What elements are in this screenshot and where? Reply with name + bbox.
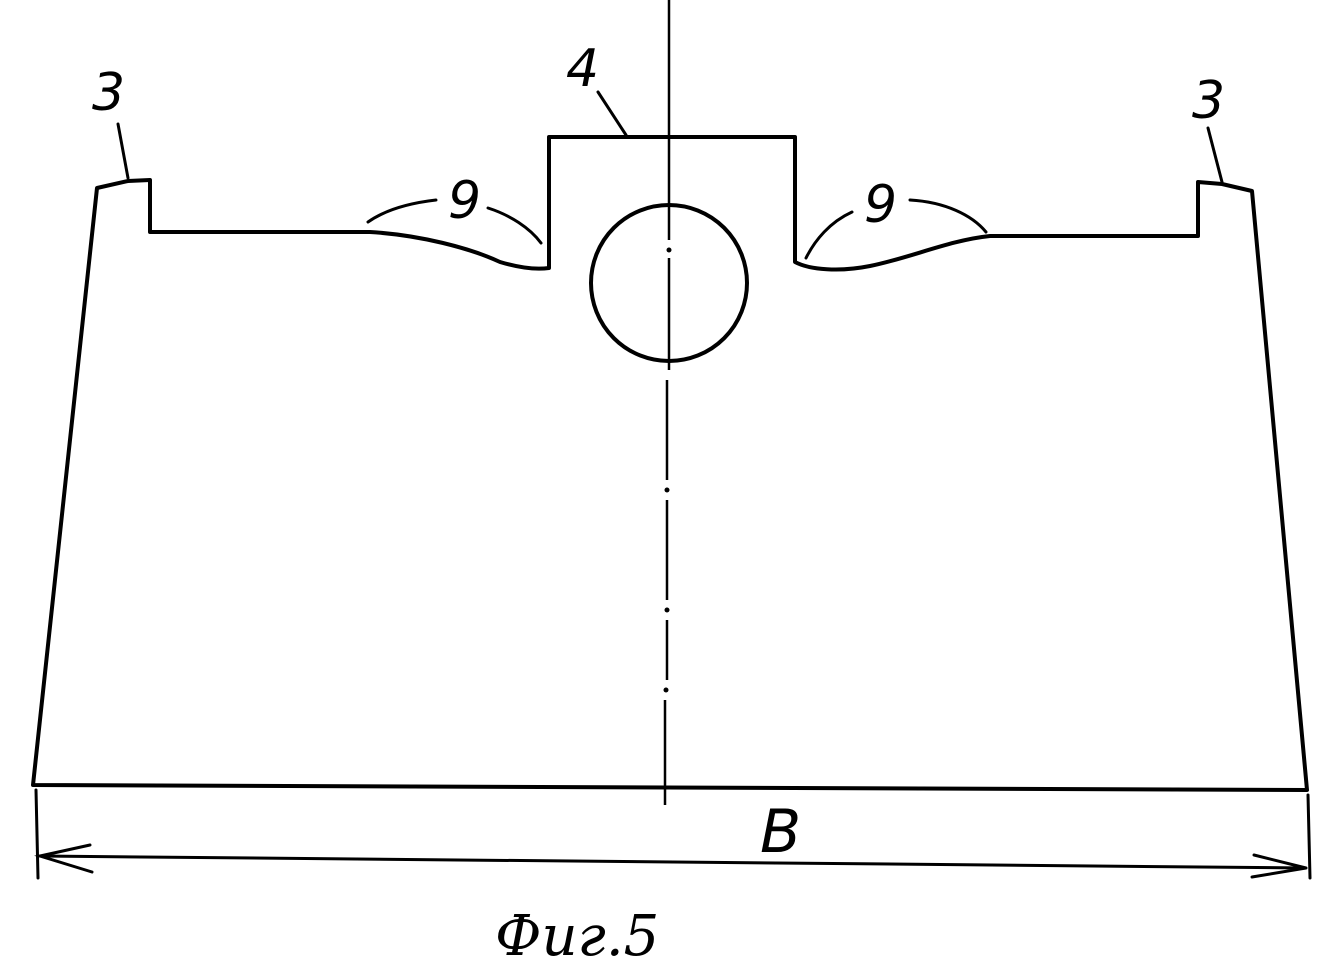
- label-width-b: B: [760, 797, 801, 867]
- label-9-left: 9: [448, 171, 481, 231]
- dimension-line-width: [38, 854, 1308, 870]
- leader-4: [596, 90, 628, 137]
- leader-9-right-a: [804, 210, 854, 260]
- label-3-left: 3: [92, 63, 125, 123]
- arrow-left: [34, 843, 94, 874]
- leader-3-left: [116, 122, 130, 180]
- leader-9-left-b: [486, 206, 543, 245]
- centerline-dot-2: [664, 487, 670, 493]
- leader-9-left-a: [366, 198, 438, 224]
- leader-3-right: [1206, 126, 1224, 184]
- extension-line-left: [34, 788, 40, 880]
- figure-caption: Фиг.5: [495, 904, 659, 969]
- label-3-right: 3: [1192, 71, 1225, 131]
- leader-9-right-b: [908, 198, 988, 234]
- label-4: 4: [566, 39, 599, 99]
- centerline-dot-1: [666, 247, 672, 253]
- body-outline: [31, 135, 1309, 792]
- centerline-dot-3: [664, 607, 670, 613]
- arrow-right: [1250, 853, 1307, 879]
- extension-line-right: [1306, 793, 1312, 880]
- centerline-dot-4: [663, 687, 669, 693]
- label-9-right: 9: [864, 175, 897, 235]
